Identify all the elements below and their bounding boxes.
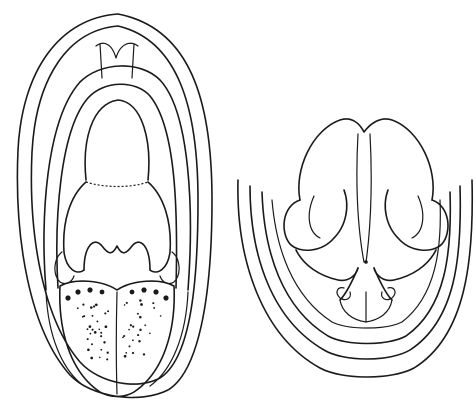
papilla-dot: [137, 313, 139, 315]
sublingual-fold-right: [374, 250, 436, 280]
papilla-dot: [139, 299, 142, 302]
papilla-dot: [130, 324, 132, 326]
papilla-dot: [100, 349, 102, 351]
papilla-dot: [82, 304, 84, 306]
epiglottis: [84, 242, 150, 270]
papilla-dot: [128, 345, 130, 347]
upper-lip-notch: [96, 43, 138, 58]
right-panel-tongue-view: [238, 119, 472, 377]
papilla-dot: [90, 306, 93, 309]
inner-lip-outline: [31, 26, 198, 384]
papilla-dot: [149, 332, 151, 334]
papilla-dot: [94, 331, 97, 334]
papilla-dot: [103, 341, 105, 343]
papilla-dot: [139, 329, 141, 331]
papilla-dot: [160, 315, 162, 317]
papilla-dot: [104, 312, 106, 314]
left-panel-open-mouth: [17, 14, 212, 397]
papilla-dot: [138, 340, 140, 342]
papilla-dot: [95, 303, 98, 306]
papilla-dot: [128, 329, 130, 331]
papilla-dot: [152, 302, 154, 304]
papilla-dot: [132, 339, 134, 341]
tongue-midline: [357, 134, 371, 262]
papilla-dot: [107, 310, 109, 312]
frenulum-point: [364, 260, 368, 264]
papilla-dot: [124, 355, 127, 358]
papilla-dot: [96, 320, 98, 322]
papilla-dot: [126, 302, 128, 304]
tongue-body: [299, 119, 433, 200]
papilla-dot: [105, 325, 108, 328]
papilla-dot: [87, 328, 89, 330]
papilla-dot: [93, 305, 95, 307]
outer-lip-outline: [17, 14, 212, 397]
papilla-dot: [99, 357, 101, 359]
upper-lip-notch-lines: [100, 44, 134, 78]
papilla-dot: [87, 338, 89, 340]
papilla-dot: [139, 316, 142, 319]
papilla-dot: [89, 325, 92, 328]
papilla-dot: [90, 357, 93, 360]
tongue-right-fold: [385, 190, 448, 250]
soft-palate-dashed-line: [86, 182, 148, 187]
papilla-dot: [140, 303, 143, 306]
papilla-dot: [90, 333, 92, 335]
papilla-dot: [132, 352, 134, 354]
papilla-dot: [98, 328, 100, 330]
papilla-dot: [107, 352, 109, 354]
uvula: [85, 100, 149, 180]
tongue-right-fold-inner: [412, 196, 423, 238]
papilla-dot: [123, 335, 125, 337]
papilla-dot: [125, 352, 127, 354]
palatine-arch-right: [148, 182, 170, 272]
papilla-dot: [77, 307, 79, 309]
tongue-left-fold: [284, 190, 347, 250]
tongue-papillae-fine: [77, 299, 162, 360]
papilla-dot: [124, 304, 126, 306]
papilla-dot: [92, 315, 94, 317]
papilla-dot: [100, 335, 102, 337]
papilla-dot: [144, 324, 146, 326]
papilla-dot: [106, 358, 108, 360]
palatine-arch-left: [64, 182, 86, 272]
papilla-dot: [87, 348, 90, 351]
papilla-dot: [91, 343, 93, 345]
papilla-dot: [100, 332, 102, 334]
papilla-dot: [83, 315, 85, 317]
papilla-dot: [132, 326, 134, 328]
sublingual-fold-left: [296, 250, 358, 280]
papilla-dot: [143, 353, 145, 355]
upper-dental-arch-inner: [57, 84, 177, 288]
papilla-dot: [92, 329, 94, 331]
papilla-dot: [137, 334, 139, 336]
papilla-dot: [153, 307, 155, 309]
tongue-left-fold-inner: [309, 196, 320, 238]
tongue-median-groove: [116, 292, 117, 394]
